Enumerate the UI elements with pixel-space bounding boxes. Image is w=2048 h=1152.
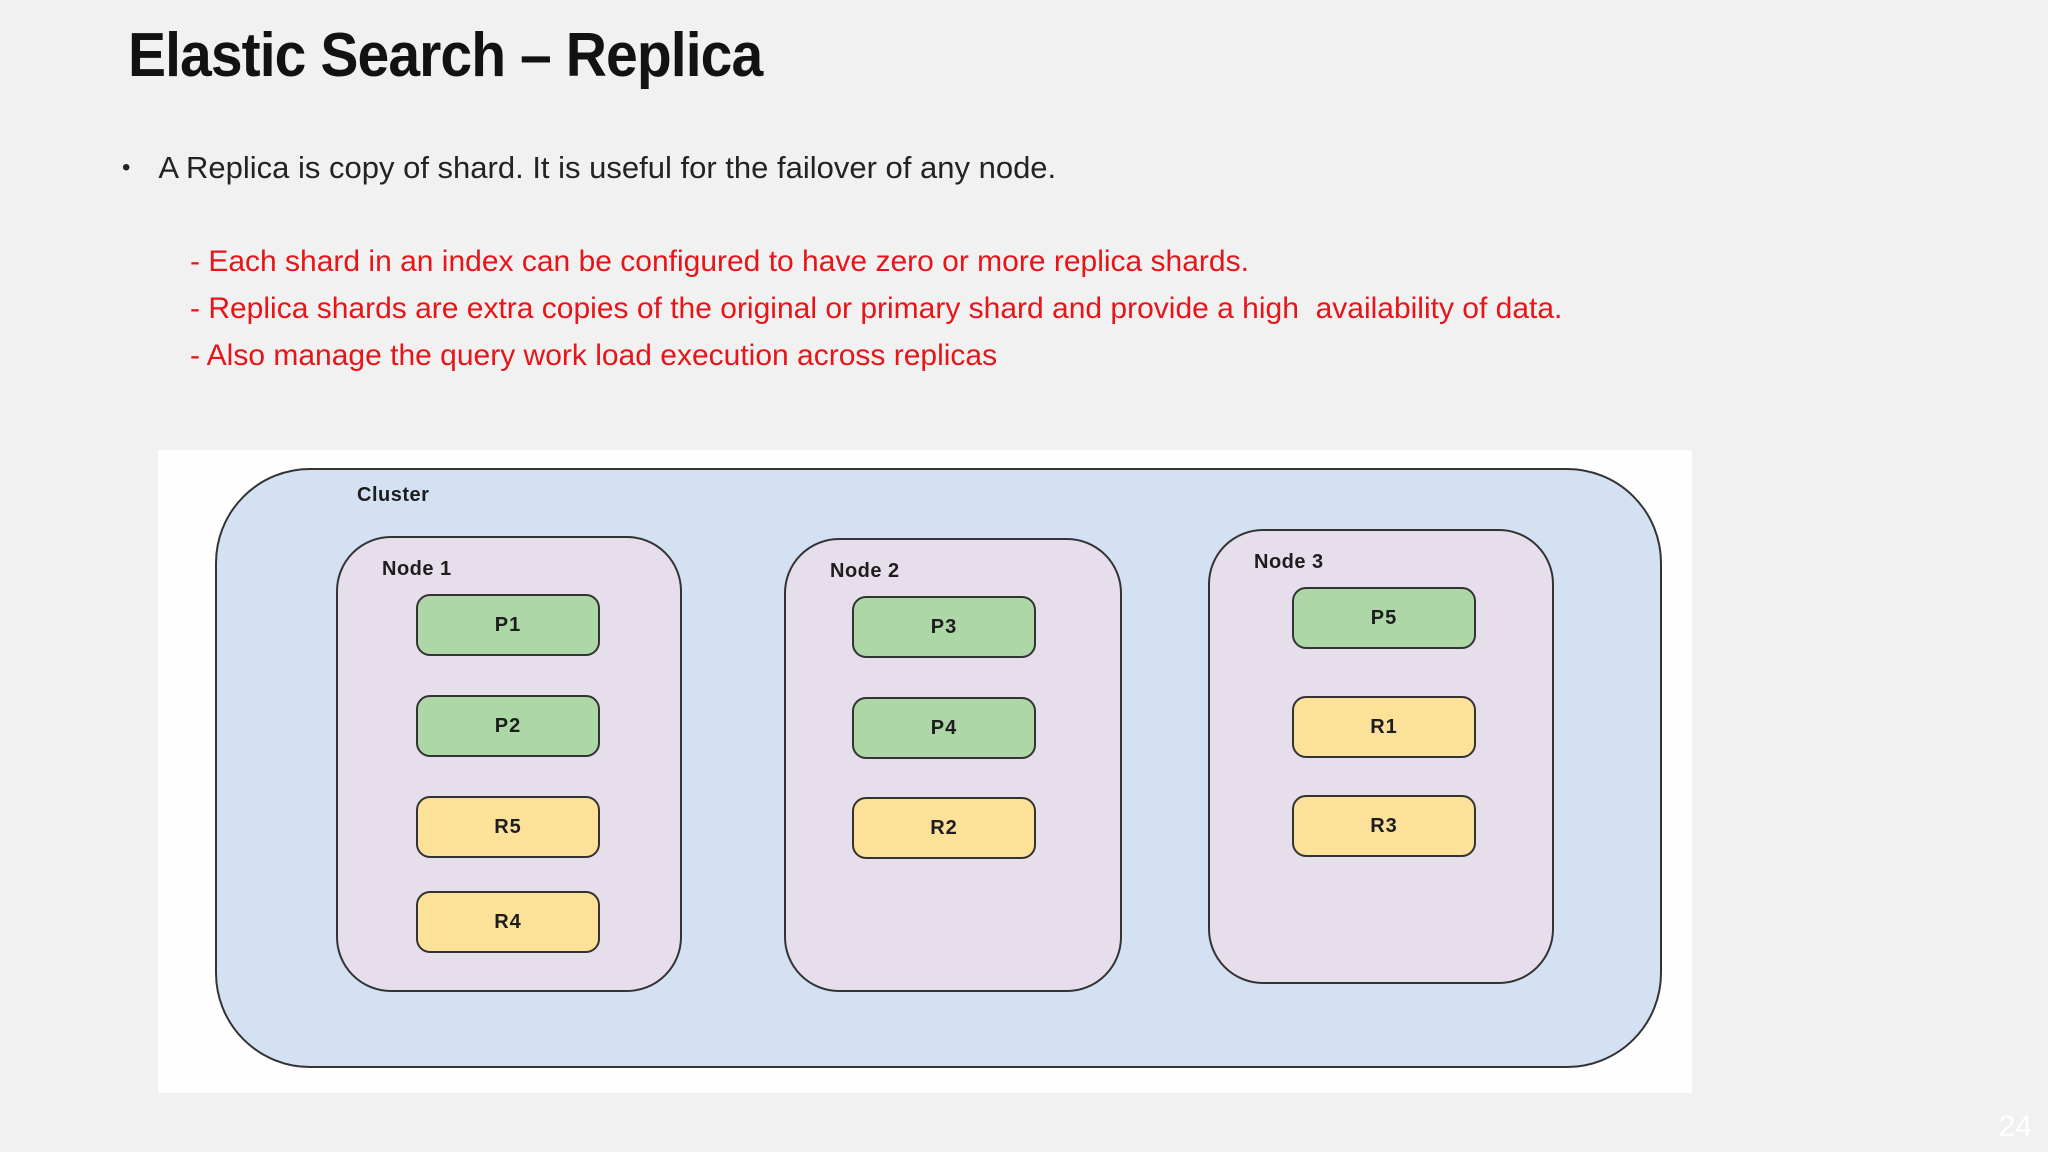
shard-r3: R3 [1292,795,1476,857]
shard-r2: R2 [852,797,1036,859]
sub-bullet-3: - Also manage the query work load execut… [190,339,998,372]
node-3-label: Node 3 [1254,551,1324,573]
bullet-marker: • [122,154,131,181]
shard-p4: P4 [852,697,1036,759]
bullet-text: A Replica is copy of shard. It is useful… [158,150,1057,185]
cluster-label: Cluster [357,484,430,506]
node-3-box: Node 3 P5 R1 R3 [1208,529,1554,984]
node-1-box: Node 1 P1 P2 R5 R4 [336,536,682,992]
shard-p5: P5 [1292,587,1476,649]
shard-p3: P3 [852,596,1036,658]
bullet-item: • A Replica is copy of shard. It is usef… [122,150,1056,186]
shard-r1: R1 [1292,696,1476,758]
shard-r4: R4 [416,891,600,953]
node-2-box: Node 2 P3 P4 R2 [784,538,1122,992]
sub-bullet-list: - Each shard in an index can be configur… [190,238,1562,379]
cluster-box: Cluster Node 1 P1 P2 R5 R4 Node 2 P3 P4 … [215,468,1662,1068]
node-1-label: Node 1 [382,558,452,580]
shard-r5: R5 [416,796,600,858]
cluster-diagram: Cluster Node 1 P1 P2 R5 R4 Node 2 P3 P4 … [158,450,1692,1093]
shard-p1: P1 [416,594,600,656]
slide-title: Elastic Search – Replica [128,21,763,90]
sub-bullet-1: - Each shard in an index can be configur… [190,245,1249,278]
shard-p2: P2 [416,695,600,757]
sub-bullet-2: - Replica shards are extra copies of the… [190,292,1563,325]
node-2-label: Node 2 [830,560,900,582]
page-number: 24 [1998,1110,2032,1143]
